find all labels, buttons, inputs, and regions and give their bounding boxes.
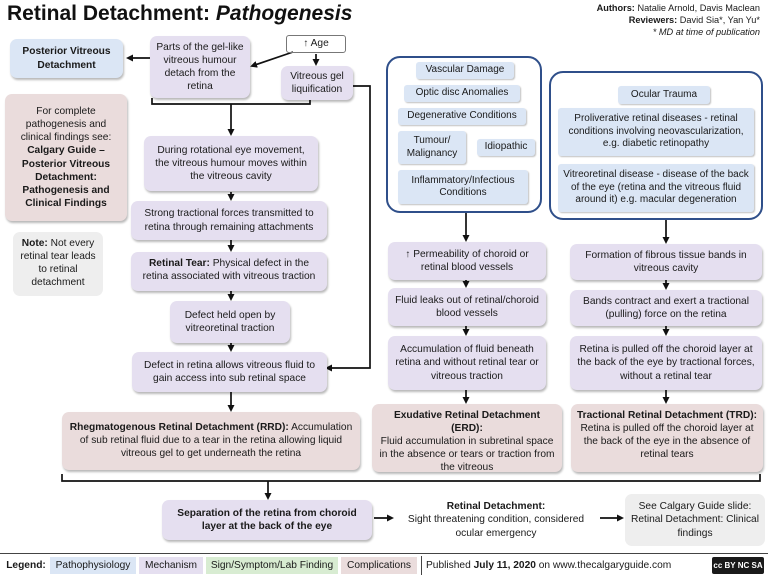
legend-complications: Complications	[341, 557, 417, 574]
retinal-tear-box: Retinal Tear: Physical defect in the ret…	[131, 252, 327, 291]
pulled-text: Retina is pulled off the choroid layer a…	[577, 344, 755, 382]
trd-cause-vitreoretinal-text: Vitreoretinal disease - disease of the b…	[563, 169, 749, 206]
authors-value: Natalie Arnold, Davis Maclean	[637, 3, 760, 13]
complete-findings-box: For complete pathogenesis and clinical f…	[5, 94, 127, 221]
fibrous-text: Formation of fibrous tissue bands in vit…	[585, 249, 747, 274]
parts-gel-box: Parts of the gel-like vitreous humour de…	[150, 36, 250, 98]
retinal-detachment-box: Retinal Detachment: Sight threatening co…	[396, 494, 596, 546]
trd-cause-trauma-text: Ocular Trauma	[630, 88, 698, 100]
trd-cause-vitreoretinal: Vitreoretinal disease - disease of the b…	[558, 164, 754, 212]
erd-cause-optic-text: Optic disc Anomalies	[415, 87, 509, 99]
accumulation-text: Accumulation of fluid beneath retina and…	[395, 344, 539, 382]
title-main: Retinal Detachment:	[7, 2, 211, 25]
legend-mechanism: Mechanism	[139, 557, 203, 574]
pvd-title: Posterior Vitreous Detachment	[22, 46, 111, 71]
published-post: on www.thecalgaryguide.com	[538, 560, 672, 571]
legend-sign-symptom-text: Sign/Symptom/Lab Finding	[210, 560, 334, 571]
trd-cause-trauma: Ocular Trauma	[618, 86, 710, 104]
cc-license-text: cc BY NC SA	[713, 561, 763, 570]
published-date: July 11, 2020	[473, 560, 536, 571]
authors-label: Authors:	[596, 3, 635, 13]
permeability-box: ↑ Permeability of choroid or retinal blo…	[388, 242, 546, 280]
erd-box: Exudative Retinal Detachment (ERD): Flui…	[372, 404, 562, 474]
age-text: ↑ Age	[303, 38, 329, 50]
legend-pathophysiology: Pathophysiology	[50, 557, 136, 574]
rotational-box: During rotational eye movement, the vitr…	[144, 136, 318, 191]
authors-block: Authors: Natalie Arnold, Davis Maclean R…	[597, 3, 760, 39]
erd-cause-inflammatory-text: Inflammatory/Infectious Conditions	[411, 174, 515, 199]
reviewers-value: David Sia*, Yan Yu*	[679, 14, 760, 25]
defect-held-box: Defect held open by vitreoretinal tracti…	[170, 301, 290, 343]
age-box: ↑ Age	[286, 35, 346, 53]
title-sub: Pathogenesis	[215, 2, 353, 25]
fluid-leaks-text: Fluid leaks out of retinal/choroid blood…	[395, 294, 539, 319]
erd-cause-degenerative: Degenerative Conditions	[398, 108, 526, 125]
erd-label: Exudative Retinal Detachment (ERD):	[393, 410, 541, 435]
liquification-text: Vitreous gel liquification	[290, 70, 344, 95]
defect-access-text: Defect in retina allows vitreous fluid t…	[143, 359, 315, 384]
bands-text: Bands contract and exert a tractional (p…	[583, 295, 749, 320]
legend-complications-text: Complications	[347, 560, 411, 571]
erd-text: Fluid accumulation in subretinal space i…	[379, 436, 555, 474]
trd-label: Tractional Retinal Detachment (TRD):	[577, 410, 758, 421]
see-slide-text: See Calgary Guide slide: Retinal Detachm…	[631, 501, 759, 539]
accumulation-box: Accumulation of fluid beneath retina and…	[388, 336, 546, 390]
note-box: Note: Not every retinal tear leads to re…	[13, 232, 103, 296]
erd-cause-vascular-text: Vascular Damage	[425, 64, 505, 76]
rotational-text: During rotational eye movement, the vitr…	[155, 144, 307, 183]
fluid-leaks-box: Fluid leaks out of retinal/choroid blood…	[388, 288, 546, 326]
rrd-box: Rhegmatogenous Retinal Detachment (RRD):…	[62, 412, 360, 470]
cc-license-badge[interactable]: cc BY NC SA	[712, 557, 764, 574]
erd-cause-tumour: Tumour/ Malignancy	[398, 131, 466, 164]
connector-arrows	[61, 51, 761, 522]
bands-box: Bands contract and exert a tractional (p…	[570, 290, 762, 326]
fibrous-box: Formation of fibrous tissue bands in vit…	[570, 244, 762, 280]
retinal-detachment-text: Sight threatening condition, considered …	[407, 514, 585, 539]
retinal-detachment-label: Retinal Detachment:	[446, 501, 546, 513]
published-pre: Published	[426, 560, 471, 571]
retinal-tear-text: Physical defect in the retina associated…	[142, 258, 316, 283]
defect-held-text: Defect held open by vitreoretinal tracti…	[184, 309, 276, 334]
legend-pathophysiology-text: Pathophysiology	[55, 560, 131, 571]
legend-label-text: Legend:	[6, 560, 46, 571]
erd-cause-idiopathic-text: Idiopathic	[484, 141, 528, 153]
complete-findings-guide: Calgary Guide – Posterior Vitreous Detac…	[21, 145, 111, 209]
trd-text: Retina is pulled off the choroid layer a…	[580, 423, 754, 461]
trd-cause-proliferative: Proliverative retinal diseases - retinal…	[558, 108, 754, 156]
pulled-box: Retina is pulled off the choroid layer a…	[570, 336, 762, 390]
rrd-text: Accumulation of sub retinal fluid due to…	[79, 422, 353, 460]
note-label: Note:	[21, 238, 48, 249]
page-title: Retinal Detachment: Pathogenesis	[7, 2, 352, 26]
separation-text: Separation of the retina from choroid la…	[177, 507, 357, 532]
permeability-text: ↑ Permeability of choroid or retinal blo…	[405, 248, 529, 273]
published-line: Published July 11, 2020 on www.thecalgar…	[426, 557, 708, 574]
retinal-tear-label: Retinal Tear:	[148, 258, 210, 269]
separation-box: Separation of the retina from choroid la…	[162, 500, 372, 540]
trd-cause-proliferative-text: Proliverative retinal diseases - retinal…	[568, 113, 744, 150]
erd-cause-degenerative-text: Degenerative Conditions	[407, 110, 517, 122]
erd-cause-vascular: Vascular Damage	[416, 62, 514, 79]
legend-bar: Legend: Pathophysiology Mechanism Sign/S…	[0, 553, 768, 576]
defect-access-box: Defect in retina allows vitreous fluid t…	[132, 352, 327, 392]
authors-note: * MD at time of publication	[652, 26, 760, 37]
legend-divider	[421, 556, 422, 575]
legend-label: Legend:	[5, 557, 47, 574]
see-slide-box: See Calgary Guide slide: Retinal Detachm…	[625, 494, 765, 546]
parts-gel-text: Parts of the gel-like vitreous humour de…	[156, 41, 244, 93]
legend-mechanism-text: Mechanism	[144, 560, 198, 571]
tractional-text: Strong tractional forces transmitted to …	[144, 208, 314, 233]
note-text: Not every retinal tear leads to retinal …	[20, 238, 96, 289]
liquification-box: Vitreous gel liquification	[281, 66, 353, 100]
complete-findings-intro: For complete pathogenesis and clinical f…	[20, 106, 112, 144]
erd-cause-inflammatory: Inflammatory/Infectious Conditions	[398, 170, 528, 204]
erd-cause-optic: Optic disc Anomalies	[404, 85, 520, 102]
trd-box: Tractional Retinal Detachment (TRD): Ret…	[571, 404, 763, 472]
reviewers-label: Reviewers:	[628, 14, 678, 25]
erd-cause-tumour-text: Tumour/ Malignancy	[406, 135, 458, 159]
pvd-box: Posterior Vitreous Detachment	[10, 39, 123, 78]
legend-sign-symptom: Sign/Symptom/Lab Finding	[206, 557, 338, 574]
tractional-box: Strong tractional forces transmitted to …	[131, 201, 327, 240]
rrd-label: Rhegmatogenous Retinal Detachment (RRD):	[69, 422, 289, 433]
erd-cause-idiopathic: Idiopathic	[477, 139, 535, 156]
